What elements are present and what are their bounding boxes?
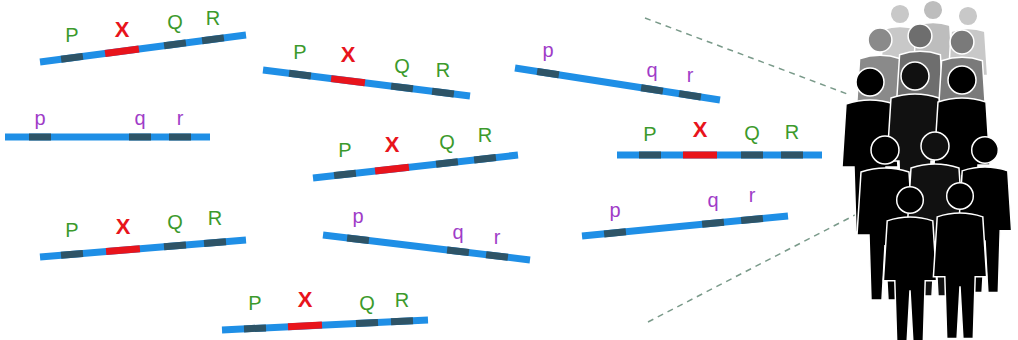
locus-marker [702,222,724,224]
locus-marker [202,38,224,41]
locus-marker [356,322,378,323]
locus-label: r [749,185,756,205]
locus-marker [61,254,83,256]
person-head [897,187,924,214]
locus-marker [391,321,413,322]
locus-marker [486,255,508,258]
locus-marker [347,238,369,241]
variant-marker [288,325,322,327]
variant-label: X [116,216,131,238]
locus-marker [391,86,413,89]
locus-label: r [177,108,184,128]
locus-label: P [248,293,261,313]
locus-label: R [436,60,450,80]
locus-label: q [134,108,145,128]
person-head [950,30,974,54]
locus-label: P [65,25,78,45]
person-head [958,6,978,26]
person-head [890,4,910,24]
person-head [871,136,899,164]
person-head [948,66,976,94]
locus-label: r [494,227,501,247]
locus-marker [741,152,763,159]
locus-label: R [206,8,220,28]
locus-label: Q [744,123,760,143]
locus-label: p [542,40,553,60]
person-body [933,213,986,338]
person-head [921,132,949,160]
locus-label: q [707,190,718,210]
locus-label: p [34,108,45,128]
variant-marker [683,152,717,159]
locus-marker [289,73,311,76]
variant-label: X [341,44,356,66]
variant-marker [106,249,140,252]
locus-label: R [785,122,799,142]
variant-label: X [693,119,708,141]
person-head [901,62,929,90]
variant-label: X [385,134,400,156]
locus-marker [639,152,661,159]
person-head [972,137,999,164]
locus-marker [641,88,663,91]
person-head [856,68,884,96]
locus-label: q [646,60,657,80]
chromosome-segment [222,320,428,330]
person-head [947,183,974,210]
locus-marker [679,94,701,97]
locus-label: R [395,290,409,310]
person-silhouette [883,187,936,340]
person-body [883,217,936,340]
locus-label: R [208,208,222,228]
locus-label: R [478,125,492,145]
locus-label: Q [439,132,455,152]
locus-marker [781,152,803,159]
locus-marker [604,232,626,234]
locus-label: Q [167,12,183,32]
variant-marker [331,79,365,83]
chromosome-segment [5,134,210,141]
locus-marker [169,134,191,141]
variant-marker [375,167,409,171]
locus-label: Q [167,212,183,232]
person-head [923,0,943,20]
person-head [908,24,932,48]
locus-label: P [65,220,78,240]
person-head [868,28,892,52]
dashed-leader [648,215,855,322]
variant-label: X [115,19,130,41]
locus-marker [164,43,186,46]
dashed-leader [645,18,850,95]
locus-marker [537,72,559,75]
locus-label: r [687,65,694,85]
locus-marker [474,158,496,160]
locus-marker [334,173,356,175]
variant-label: X [298,289,313,311]
locus-label: P [643,124,656,144]
locus-marker [436,162,458,165]
locus-marker [29,134,51,141]
locus-marker [244,328,266,329]
locus-marker [204,242,226,244]
chromosome-segment [617,152,822,159]
person-silhouette [933,183,986,339]
locus-marker [741,218,763,220]
locus-marker [432,91,454,94]
locus-label: q [452,222,463,242]
locus-label: P [293,42,306,62]
variant-marker [105,49,139,54]
locus-label: P [338,140,351,160]
chromosome-segment [40,240,246,257]
locus-marker [61,56,83,59]
locus-label: Q [359,293,375,313]
locus-label: Q [394,56,410,76]
locus-marker [129,134,151,141]
locus-label: p [609,200,620,220]
locus-marker [164,245,186,247]
locus-marker [447,250,469,253]
locus-label: p [352,206,363,226]
